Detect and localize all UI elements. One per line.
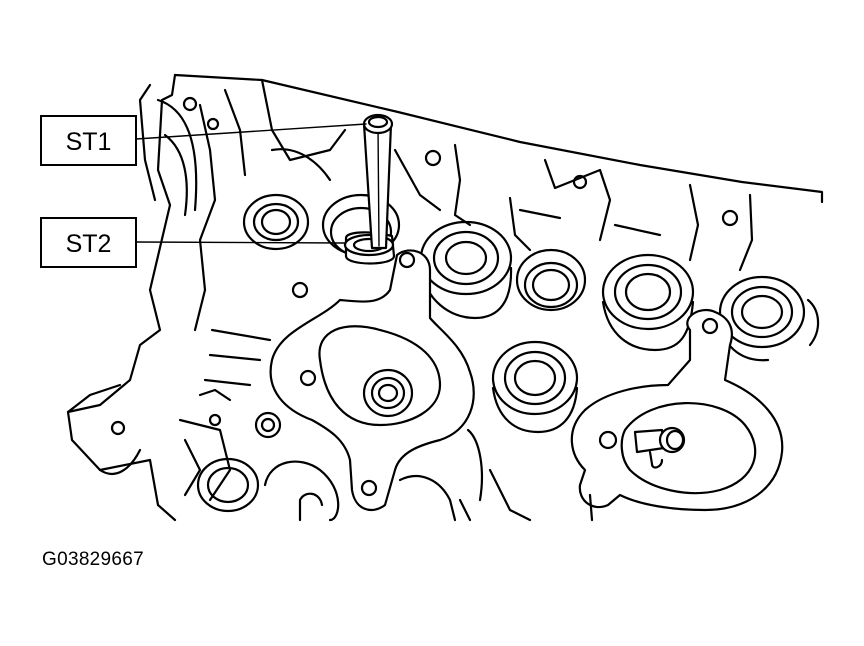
housing-plate-left — [269, 249, 475, 512]
bolt-holes — [110, 96, 739, 436]
housing-plate-right — [570, 309, 784, 512]
cylinder-head-outline — [66, 73, 824, 522]
special-tool — [343, 113, 396, 265]
valve-pockets-upper — [242, 193, 820, 362]
callout-st2-label: ST2 — [66, 230, 112, 258]
journal-ridges — [393, 143, 754, 272]
lower-bores — [196, 388, 594, 522]
figure-id: G03829667 — [42, 549, 145, 570]
callout-st1-label: ST1 — [66, 128, 112, 156]
callout-st1: ST1 — [40, 115, 137, 166]
leader-lines — [135, 123, 367, 244]
callout-st2: ST2 — [40, 217, 137, 268]
valve-pocket-middle — [491, 340, 579, 434]
